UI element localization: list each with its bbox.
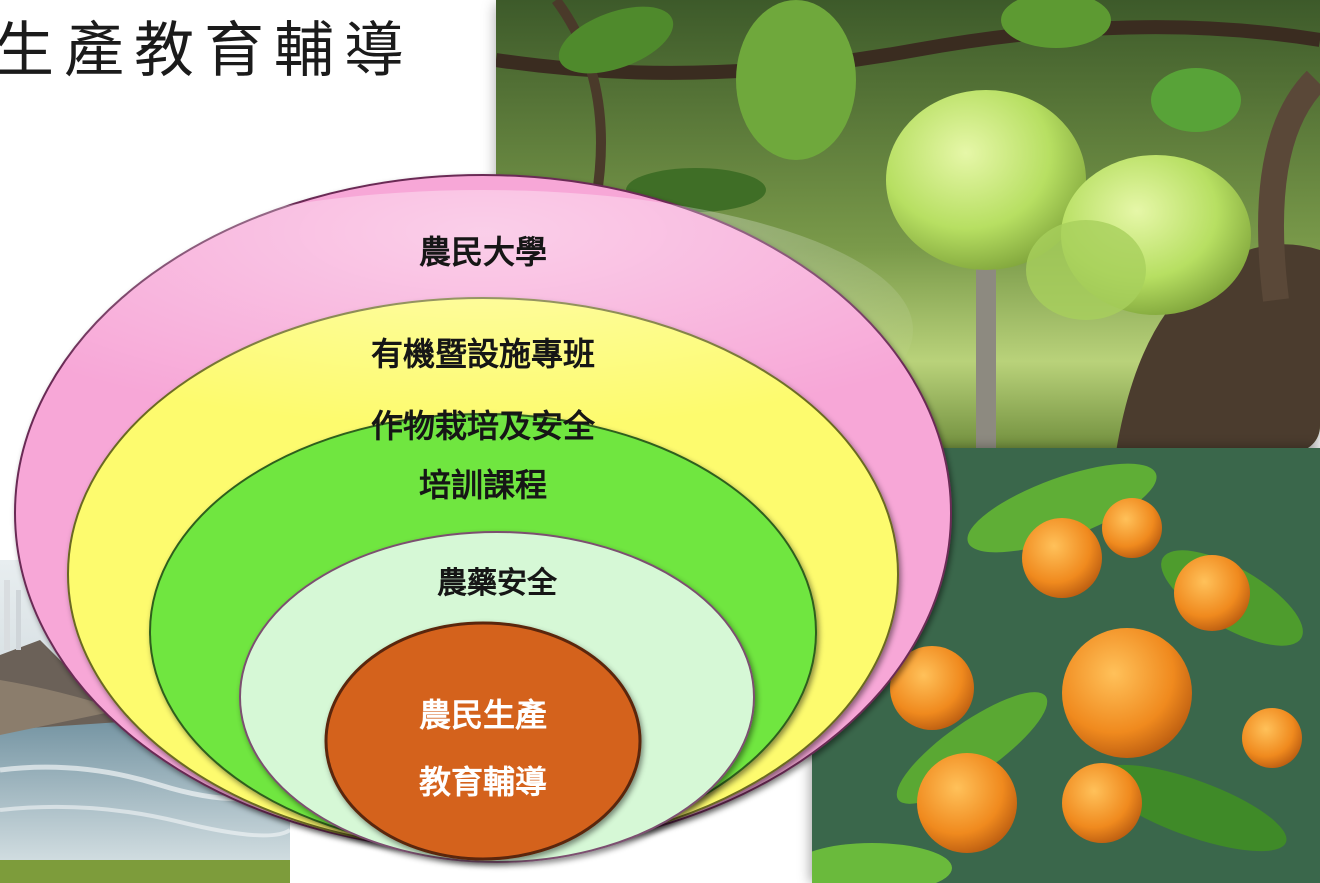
ring-label-crop-cultivation-line2: 培訓課程 xyxy=(419,466,547,504)
ring-label-organic-facility-class: 有機暨設施專班 xyxy=(371,335,595,373)
page-title: 生產教育輔導 xyxy=(0,16,414,86)
core-label-line1: 農民生產 xyxy=(419,696,547,734)
ring-label-crop-cultivation-line1: 作物栽培及安全 xyxy=(371,407,596,445)
core-label-line2: 教育輔導 xyxy=(419,763,547,801)
ring-label-farmer-university: 農民大學 xyxy=(419,233,547,271)
core-circle xyxy=(324,621,642,861)
ring-label-pesticide-safety: 農藥安全 xyxy=(437,566,558,601)
